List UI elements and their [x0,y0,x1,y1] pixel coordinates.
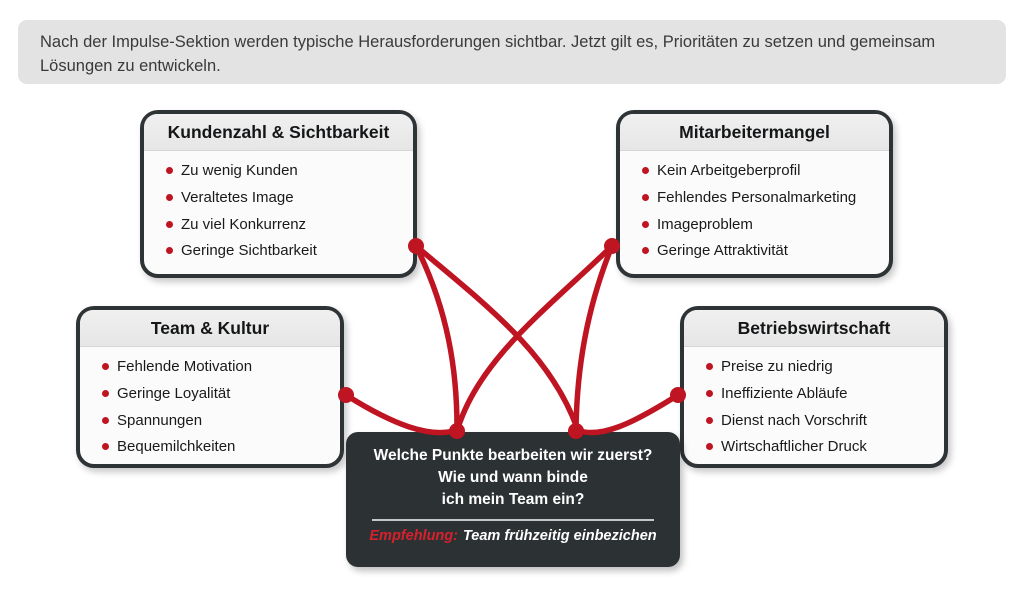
list-item: Veraltetes Image [166,189,403,208]
list-item: Kein Arbeitgeberprofil [642,162,879,181]
list-item: Spannungen [102,412,330,431]
question-line: Welche Punkte bearbeiten wir zuerst? [373,447,653,464]
center-question-box: Welche Punkte bearbeiten wir zuerst? Wie… [346,432,680,567]
challenge-box-team-kultur: Team & Kultur Fehlende Motivation Gering… [76,306,344,468]
connector-line [413,243,580,431]
recommendation-text: Team frühzeitig einbezichen [462,528,657,544]
list-item: Fehlendes Personalmarketing [642,189,879,208]
box-items-betriebswirtschaft: Preise zu niedrig Ineffiziente Abläufe D… [684,358,944,457]
intro-banner: Nach der Impulse-Sektion werden typische… [18,20,1006,84]
list-item: Dienst nach Vorschrift [706,412,934,431]
challenge-box-mitarbeitermangel: Mitarbeitermangel Kein Arbeitgeberprofil… [616,110,893,278]
divider [372,519,654,521]
connector-line [455,243,615,431]
box-title-kundenzahl: Kundenzahl & Sichtbarkeit [144,114,413,151]
box-items-mitarbeitermangel: Kein Arbeitgeberprofil Fehlendes Persona… [620,162,889,261]
box-title-betriebswirtschaft: Betriebswirtschaft [684,310,944,347]
list-item: Imageproblem [642,216,879,235]
question-line: Wie und wann binde [438,469,588,486]
list-item: Geringe Sichtbarkeit [166,242,403,261]
box-title-mitarbeitermangel: Mitarbeitermangel [620,114,889,151]
list-item: Ineffiziente Abläufe [706,385,934,404]
challenge-box-kundenzahl: Kundenzahl & Sichtbarkeit Zu wenig Kunde… [140,110,417,278]
connector-line [413,243,460,431]
list-item: Zu wenig Kunden [166,162,403,181]
list-item: Wirtschaftlicher Druck [706,438,934,457]
list-item: Geringe Loyalität [102,385,330,404]
question-line: ich mein Team ein? [441,491,585,508]
list-item: Preise zu niedrig [706,358,934,377]
box-items-kundenzahl: Zu wenig Kunden Veraltetes Image Zu viel… [144,162,413,261]
list-item: Zu viel Konkurrenz [166,216,403,235]
challenge-box-betriebswirtschaft: Betriebswirtschaft Preise zu niedrig Ine… [680,306,948,468]
recommendation-line: Empfehlung:Team frühzeitig einbezichen [346,528,680,544]
box-items-team-kultur: Fehlende Motivation Geringe Loyalität Sp… [80,358,340,457]
list-item: Fehlende Motivation [102,358,330,377]
connector-line [343,392,460,436]
box-title-team-kultur: Team & Kultur [80,310,340,347]
list-item: Geringe Attraktivität [642,242,879,261]
connector-line [574,392,681,436]
list-item: Bequemilchkeiten [102,438,330,457]
connector-line [573,243,615,431]
recommendation-label: Empfehlung: [369,528,458,544]
